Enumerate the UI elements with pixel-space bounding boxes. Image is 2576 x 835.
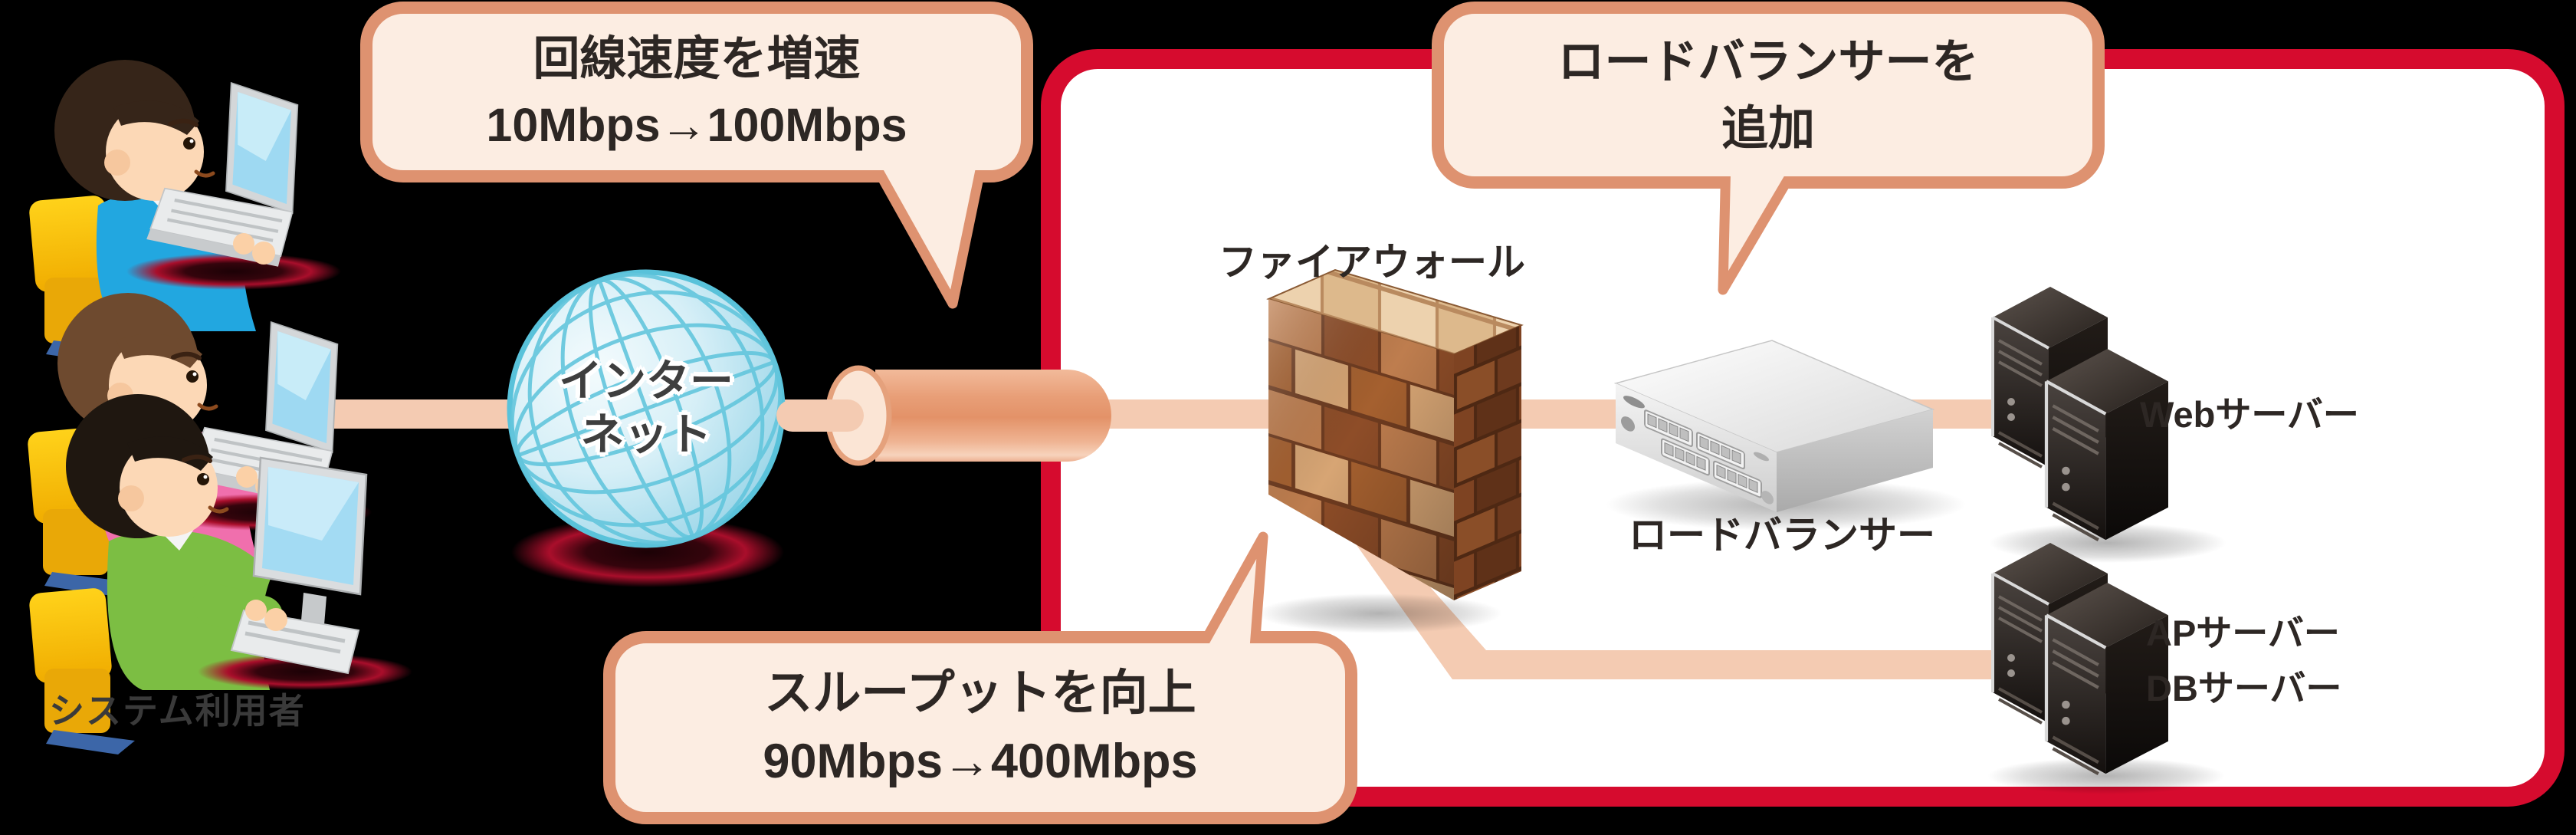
callout-add-lb-text2: 追加 xyxy=(1721,102,1815,154)
callout-throughput: スループットを向上 90Mbps→400Mbps xyxy=(603,631,1357,824)
thick-pipe-icon xyxy=(776,365,1111,466)
callout-add-lb-text1: ロードバランサーを xyxy=(1557,35,1979,88)
ap-db-servers-icon xyxy=(1987,543,2225,794)
ap-server-label: APサーバー xyxy=(2146,613,2340,653)
lower-branch-line xyxy=(1345,529,2039,679)
laptop-icon xyxy=(146,81,299,267)
web-server-label: Webサーバー xyxy=(2140,394,2359,435)
system-users-label: システム利用者 xyxy=(49,691,306,731)
callout-add-load-balancer: ロードバランサーを 追加 xyxy=(1432,2,2105,189)
chair-icon xyxy=(29,588,135,754)
internet-label: インター ネット xyxy=(559,357,733,459)
callout-line-speed: 回線速度を増速 10Mbps→100Mbps xyxy=(360,2,1033,182)
internet-globe-icon xyxy=(507,269,786,587)
firewall-label: ファイアウォール xyxy=(1219,241,1525,284)
desktop-monitor-icon xyxy=(252,456,368,665)
firewall-brick-wall-icon xyxy=(1257,268,1524,633)
load-balancer-label: ロードバランサー xyxy=(1629,514,1935,557)
db-server-label: DBサーバー xyxy=(2146,668,2342,708)
globe-shadow xyxy=(511,517,784,587)
callout-throughput-text2: 90Mbps→400Mbps xyxy=(763,735,1198,788)
user-3-at-desktop-icon xyxy=(29,394,412,754)
callout-throughput-text1: スループットを向上 xyxy=(764,666,1196,720)
web-servers-icon xyxy=(1989,287,2227,563)
callout-line-speed-text2: 10Mbps→100Mbps xyxy=(486,99,907,151)
callout-line-speed-text1: 回線速度を増速 xyxy=(533,32,861,85)
keyboard-icon xyxy=(230,609,360,675)
load-balancer-icon xyxy=(1606,340,1966,531)
